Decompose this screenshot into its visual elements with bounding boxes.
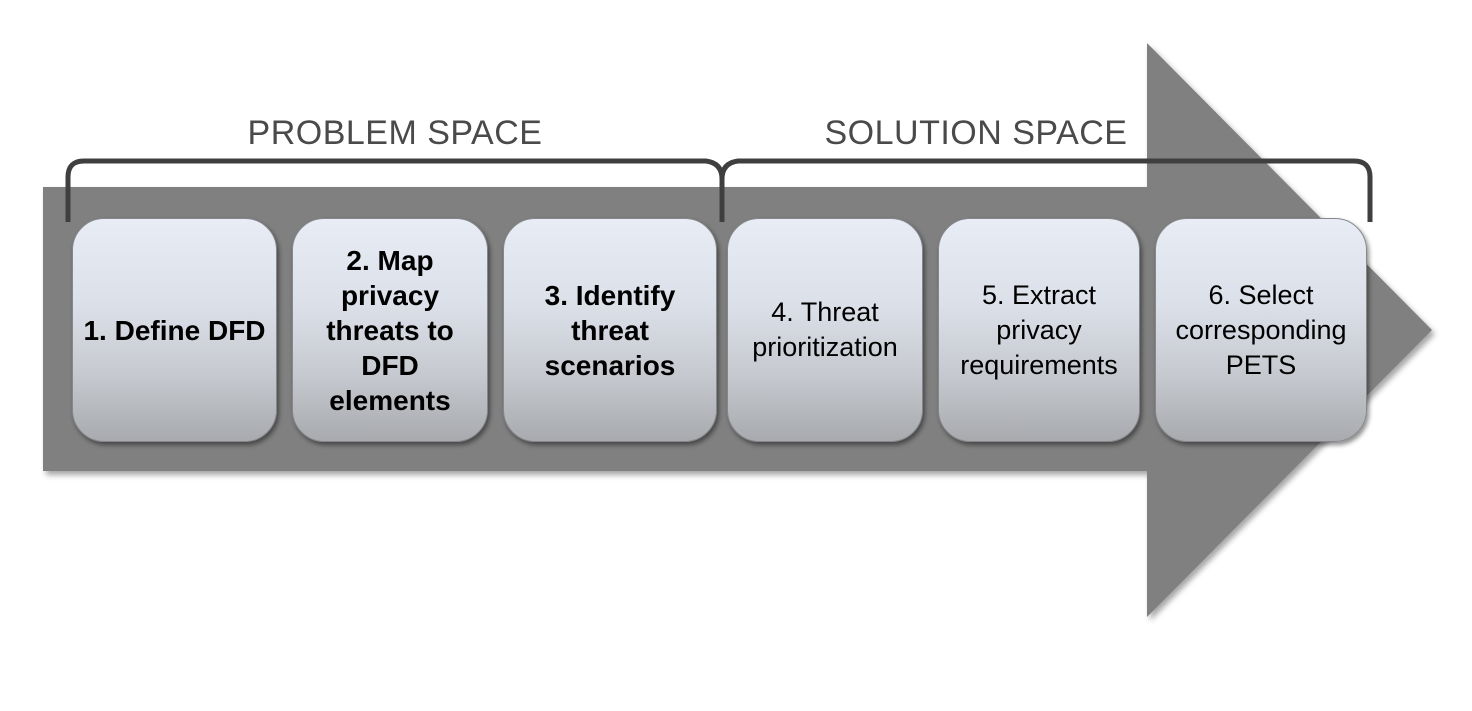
problem-space-bracket [65, 158, 725, 222]
step-box-define-dfd: 1. Define DFD [72, 218, 277, 442]
step-label: 6. Select corresponding PETS [1175, 279, 1347, 380]
step-box-select-pets: 6. Select corresponding PETS [1155, 218, 1367, 442]
step-box-identify-threat-scenarios: 3. Identify threat scenarios [503, 218, 717, 442]
step-label: 4. Threat prioritization [752, 297, 898, 362]
problem-space-label: PROBLEM SPACE [247, 114, 543, 152]
step-label: 3. Identify threat scenarios [544, 279, 676, 381]
step-box-extract-privacy-requirements: 5. Extract privacy requirements [938, 218, 1140, 442]
step-box-map-privacy-threats: 2. Map privacy threats to DFD elements [292, 218, 488, 442]
step-box-threat-prioritization: 4. Threat prioritization [727, 218, 923, 442]
step-label: 2. Map privacy threats to DFD elements [326, 244, 454, 416]
step-label: 1. Define DFD [83, 314, 266, 346]
step-label: 5. Extract privacy requirements [960, 279, 1118, 380]
solution-space-bracket [719, 158, 1373, 222]
solution-space-label: SOLUTION SPACE [824, 114, 1128, 152]
